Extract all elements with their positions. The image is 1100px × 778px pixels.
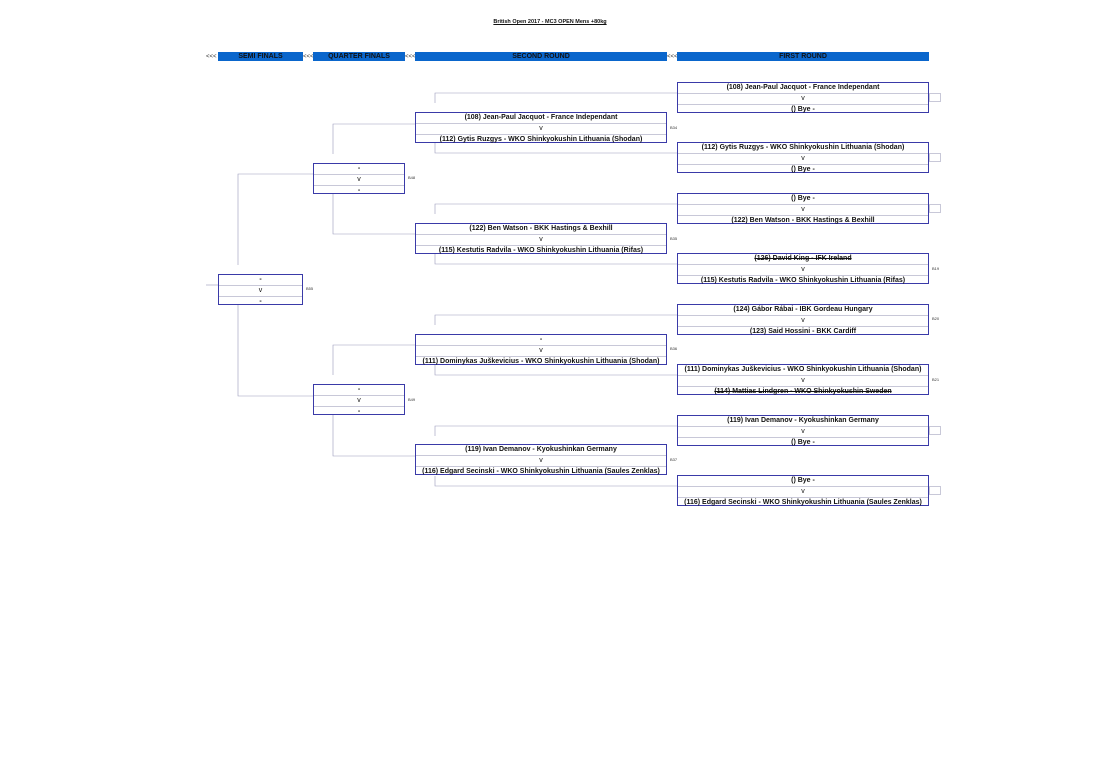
second-round-match-4: (119) Ivan Demanov - Kyokushinkan German… bbox=[415, 444, 667, 475]
vs-label: v bbox=[678, 93, 928, 105]
vs-label: v bbox=[416, 345, 666, 357]
first-round-match-8: () Bye - v (116) Edgard Secinski - WKO S… bbox=[677, 475, 929, 506]
competitor-bottom: () Bye - bbox=[791, 166, 815, 173]
competitor-top: (124) Gábor Rábai - IBK Gordeau Hungary bbox=[733, 306, 873, 313]
bout-stub bbox=[929, 204, 941, 213]
vs-label: v bbox=[314, 174, 404, 186]
first-round-match-6: (111) Dominykas Juškevicius - WKO Shinky… bbox=[677, 364, 929, 395]
header-semi-finals: SEMI FINALS bbox=[218, 52, 303, 61]
competitor-top: () Bye - bbox=[791, 195, 815, 202]
competitor-bottom: (112) Gytis Ruzgys - WKO Shinkyokushin L… bbox=[439, 136, 643, 143]
first-round-match-2: (112) Gytis Ruzgys - WKO Shinkyokushin L… bbox=[677, 142, 929, 173]
competitor-top: (119) Ivan Demanov - Kyokushinkan German… bbox=[465, 446, 617, 453]
first-round-match-3: () Bye - v (122) Ben Watson - BKK Hastin… bbox=[677, 193, 929, 224]
bout-stub bbox=[929, 426, 941, 435]
competitor-bottom: (123) Said Hossini - BKK Cardiff bbox=[749, 328, 857, 335]
connector-line bbox=[237, 173, 313, 265]
round-arrow-first: <<< bbox=[667, 54, 678, 60]
competitor-top: (119) Ivan Demanov - Kyokushinkan German… bbox=[727, 417, 879, 424]
competitor-top: (112) Gytis Ruzgys - WKO Shinkyokushin L… bbox=[701, 144, 905, 151]
vs-label: v bbox=[678, 204, 928, 216]
connector-line bbox=[434, 425, 677, 436]
competitor-top: (122) Ben Watson - BKK Hastings & Bexhil… bbox=[469, 225, 613, 232]
bout-stub bbox=[929, 486, 941, 495]
bout-stub bbox=[929, 153, 941, 162]
connector-line bbox=[332, 415, 415, 457]
round-arrow-semi: <<< bbox=[206, 54, 217, 60]
round-arrow-quarter: <<< bbox=[303, 54, 314, 60]
competitor-top: (111) Dominykas Juškevicius - WKO Shinky… bbox=[684, 366, 922, 373]
bout-stub bbox=[929, 93, 941, 102]
vs-label: v bbox=[416, 455, 666, 467]
bout-number: B49 bbox=[408, 397, 416, 402]
round-arrow-second: <<< bbox=[405, 54, 416, 60]
connector-line bbox=[434, 314, 677, 325]
page-title: British Open 2017 - MC3 OPEN Mens +80kg bbox=[493, 19, 607, 25]
competitor-bottom: (115) Kestutis Radvila - WKO Shinkyokush… bbox=[700, 277, 906, 284]
vs-label: v bbox=[678, 264, 928, 276]
competitor-top: - bbox=[259, 276, 262, 283]
bout-number: B34 bbox=[670, 125, 678, 130]
second-round-match-3: - v (111) Dominykas Juškevicius - WKO Sh… bbox=[415, 334, 667, 365]
bout-number: B36 bbox=[670, 346, 678, 351]
first-round-match-4: (126) David King - IFK Ireland v (115) K… bbox=[677, 253, 929, 284]
bout-number: B48 bbox=[408, 175, 416, 180]
competitor-bottom: (114) Mattias Lindgren - WKO Shinkyokush… bbox=[714, 388, 892, 395]
connector-line bbox=[237, 305, 313, 397]
competitor-top: - bbox=[539, 336, 543, 343]
competitor-bottom: (115) Kestutis Radvila - WKO Shinkyokush… bbox=[438, 247, 644, 254]
connector-line bbox=[332, 344, 415, 375]
competitor-bottom: (122) Ben Watson - BKK Hastings & Bexhil… bbox=[731, 217, 875, 224]
header-second-round: SECOND ROUND bbox=[415, 52, 667, 61]
competitor-bottom: - bbox=[259, 298, 262, 305]
vs-label: v bbox=[678, 153, 928, 165]
bout-number: B55 bbox=[306, 286, 314, 291]
vs-label: v bbox=[678, 375, 928, 387]
connector-line bbox=[332, 194, 415, 235]
connector-line bbox=[332, 123, 415, 154]
competitor-top: - bbox=[357, 165, 361, 172]
second-round-match-1: (108) Jean-Paul Jacquot - France Indepen… bbox=[415, 112, 667, 143]
header-first-round: FIRST ROUND bbox=[677, 52, 929, 61]
connector-line bbox=[434, 365, 677, 376]
bout-number: B19 bbox=[932, 266, 940, 271]
competitor-top: (108) Jean-Paul Jacquot - France Indepen… bbox=[464, 114, 618, 121]
connector-line bbox=[434, 476, 677, 487]
competitor-bottom: (111) Dominykas Juškevicius - WKO Shinky… bbox=[422, 358, 660, 365]
vs-label: v bbox=[219, 285, 302, 297]
vs-label: v bbox=[416, 234, 666, 246]
bout-number: B37 bbox=[670, 457, 678, 462]
competitor-top: (108) Jean-Paul Jacquot - France Indepen… bbox=[726, 84, 880, 91]
competitor-bottom: - bbox=[357, 187, 361, 194]
vs-label: v bbox=[678, 486, 928, 498]
first-round-match-1: (108) Jean-Paul Jacquot - France Indepen… bbox=[677, 82, 929, 113]
bout-number: B21 bbox=[932, 377, 940, 382]
competitor-bottom: - bbox=[357, 408, 361, 415]
first-round-match-5: (124) Gábor Rábai - IBK Gordeau Hungary … bbox=[677, 304, 929, 335]
competitor-top: - bbox=[357, 386, 361, 393]
connector-line bbox=[434, 203, 677, 214]
vs-label: v bbox=[678, 315, 928, 327]
bout-number: B20 bbox=[932, 316, 940, 321]
quarter-final-match-1: - v - bbox=[313, 163, 405, 194]
competitor-bottom: (116) Edgard Secinski - WKO Shinkyokushi… bbox=[422, 468, 660, 475]
competitor-top: () Bye - bbox=[791, 477, 815, 484]
connector-line bbox=[434, 254, 677, 265]
vs-label: v bbox=[416, 123, 666, 135]
first-round-match-7: (119) Ivan Demanov - Kyokushinkan German… bbox=[677, 415, 929, 446]
competitor-bottom: () Bye - bbox=[791, 106, 815, 113]
vs-label: v bbox=[314, 395, 404, 407]
semi-final-match-1: - v - bbox=[218, 274, 303, 305]
connector-line bbox=[434, 143, 677, 154]
competitor-top: (126) David King - IFK Ireland bbox=[754, 255, 852, 262]
competitor-bottom: () Bye - bbox=[791, 439, 815, 446]
header-quarter-finals: QUARTER FINALS bbox=[313, 52, 405, 61]
second-round-match-2: (122) Ben Watson - BKK Hastings & Bexhil… bbox=[415, 223, 667, 254]
bout-number: B35 bbox=[670, 236, 678, 241]
vs-label: v bbox=[678, 426, 928, 438]
connector-line bbox=[434, 92, 677, 103]
competitor-bottom: (116) Edgard Secinski - WKO Shinkyokushi… bbox=[684, 499, 922, 506]
quarter-final-match-2: - v - bbox=[313, 384, 405, 415]
